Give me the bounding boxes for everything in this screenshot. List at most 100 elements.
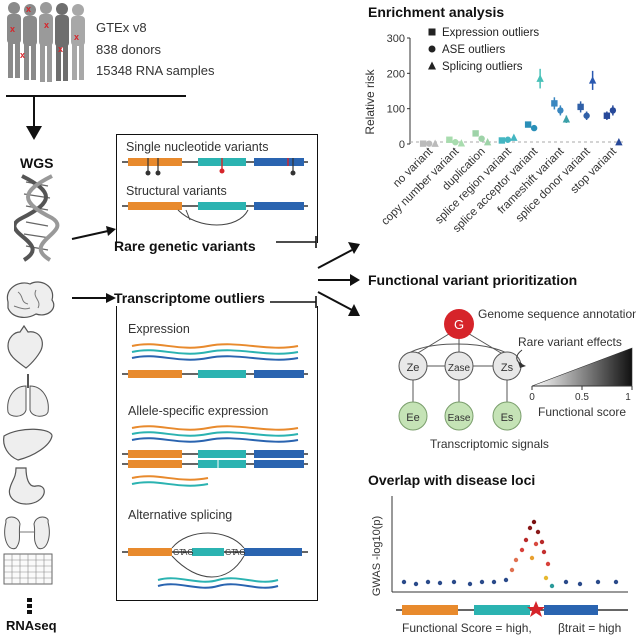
- wgs-arrow: [71, 226, 116, 240]
- enrichment-point-circle: [504, 136, 512, 143]
- gwas-snp-point: [541, 549, 547, 555]
- rare-variants-connector: [276, 236, 317, 248]
- gwas-snp-point: [577, 581, 583, 587]
- enrichment-point-triangle: [483, 138, 492, 146]
- gwas-ylabel: GWAS -log10(p): [371, 516, 383, 596]
- gwas-exon-1: [402, 605, 458, 615]
- enrichment-point-square: [603, 112, 611, 119]
- enrichment-point-circle: [478, 135, 485, 142]
- e-s-label: Es: [501, 412, 514, 424]
- rnaseq-arrow: [72, 293, 116, 303]
- enrichment-point-square: [551, 100, 558, 107]
- gtex-divider-arrow: [6, 95, 186, 140]
- enrichment-point-square: [472, 130, 479, 137]
- gwas-snp-point: [467, 581, 473, 587]
- gwas-locus-plot: GWAS -log10(p) Functional Score = high, …: [371, 496, 628, 635]
- genome-annotations-label: Genome sequence annotations: [478, 307, 636, 321]
- gtex-title: GTEx v8: [96, 20, 147, 35]
- e-ase-node: [444, 401, 474, 431]
- heart-icon: [7, 324, 43, 369]
- rare-variants-box: [116, 134, 318, 243]
- g-node: [444, 309, 474, 339]
- snv-label: Single nucleotide variants: [126, 140, 269, 154]
- gwas-snp-point: [535, 529, 541, 535]
- overlap-title: Overlap with disease loci: [368, 472, 536, 488]
- enrichment-y-tick-label: 100: [387, 104, 405, 116]
- scale-min: 0: [529, 392, 535, 403]
- gwas-snp-point: [563, 579, 569, 585]
- donor-count: 838 donors: [96, 42, 162, 57]
- enrichment-point-square: [577, 103, 584, 111]
- enrichment-point-triangle: [431, 139, 439, 147]
- enrichment-y-tick-label: 0: [399, 139, 405, 151]
- gwas-snp-point: [401, 579, 407, 585]
- tissue-icons: [3, 281, 55, 585]
- caption-functional-score: Functional Score = high,: [402, 621, 532, 635]
- e-e-node: [398, 401, 428, 431]
- enrichment-point-square: [498, 137, 506, 144]
- legend-label: Expression outliers: [442, 27, 539, 39]
- wgs-label: WGS: [20, 155, 54, 171]
- legend-label: ASE outliers: [442, 44, 506, 56]
- enrichment-point-triangle: [536, 74, 544, 82]
- ellipsis-dots: [27, 598, 32, 614]
- svg-text:x: x: [20, 50, 25, 60]
- sample-count: 15348 RNA samples: [96, 63, 215, 78]
- enrichment-point-triangle: [562, 115, 571, 123]
- gwas-snp-point: [413, 581, 419, 587]
- gwas-snp-point: [543, 575, 549, 581]
- g-node-label: G: [454, 317, 464, 332]
- gwas-snp-point: [451, 579, 457, 585]
- z-s-label: Zs: [501, 362, 514, 374]
- gwas-snp-point: [519, 547, 525, 553]
- svg-text:x: x: [58, 44, 63, 54]
- gt-site-2: GT: [225, 548, 236, 557]
- rnaseq-label: RNAseq: [6, 618, 57, 633]
- z-e-label: Ze: [407, 362, 420, 374]
- tissue-grid-icon: [3, 553, 53, 585]
- expression-track: [122, 343, 308, 378]
- rare-variants-label: Rare genetic variants: [114, 238, 256, 254]
- gwas-snp-point: [479, 579, 485, 585]
- gwas-exon-3: [544, 605, 598, 615]
- sv-gene-track: [122, 202, 308, 226]
- enrichment-point-square: [524, 121, 532, 128]
- legend-marker-circle: [428, 45, 436, 53]
- gwas-snp-point: [509, 567, 515, 573]
- enrichment-title: Enrichment analysis: [368, 4, 505, 20]
- rare-effects-label: Rare variant effects: [518, 335, 622, 349]
- legend-marker-square: [428, 28, 436, 36]
- gwas-exon-2: [474, 605, 530, 615]
- enrichment-point-circle: [557, 107, 564, 114]
- gwas-snp-point: [523, 537, 529, 543]
- snv-gene-track: [122, 158, 308, 176]
- gwas-snp-point: [529, 555, 535, 561]
- transcriptome-outliers-box: [116, 306, 318, 601]
- svg-text:x: x: [44, 20, 49, 30]
- gwas-snp-point: [513, 557, 519, 563]
- ase-track: [122, 425, 308, 487]
- caption-beta-trait: βtrait = high: [558, 621, 621, 635]
- prioritization-model: G Genome sequence annotations Ze Zase Zs…: [398, 307, 636, 451]
- gwas-snp-point: [549, 583, 555, 589]
- ag-site-1: AG: [182, 548, 194, 557]
- ase-label: Allele-specific expression: [128, 404, 269, 418]
- enrichment-point-triangle: [457, 139, 466, 147]
- scale-max: 1: [625, 392, 631, 403]
- svg-text:x: x: [74, 32, 79, 42]
- enrichment-point-circle: [530, 124, 538, 132]
- dna-helix-icon: [14, 174, 60, 262]
- gwas-snp-point: [491, 579, 497, 585]
- liver-icon: [3, 428, 53, 461]
- kidney-icon: [4, 516, 50, 550]
- gwas-snp-point: [539, 539, 545, 545]
- enrichment-y-tick-label: 300: [387, 33, 405, 45]
- z-ase-node: [444, 351, 474, 381]
- enrichment-point-circle: [452, 139, 459, 146]
- gwas-snp-point: [527, 525, 533, 531]
- svg-text:x: x: [10, 24, 15, 34]
- z-ase-label: Zase: [448, 363, 471, 374]
- functional-score-gradient: [531, 347, 633, 387]
